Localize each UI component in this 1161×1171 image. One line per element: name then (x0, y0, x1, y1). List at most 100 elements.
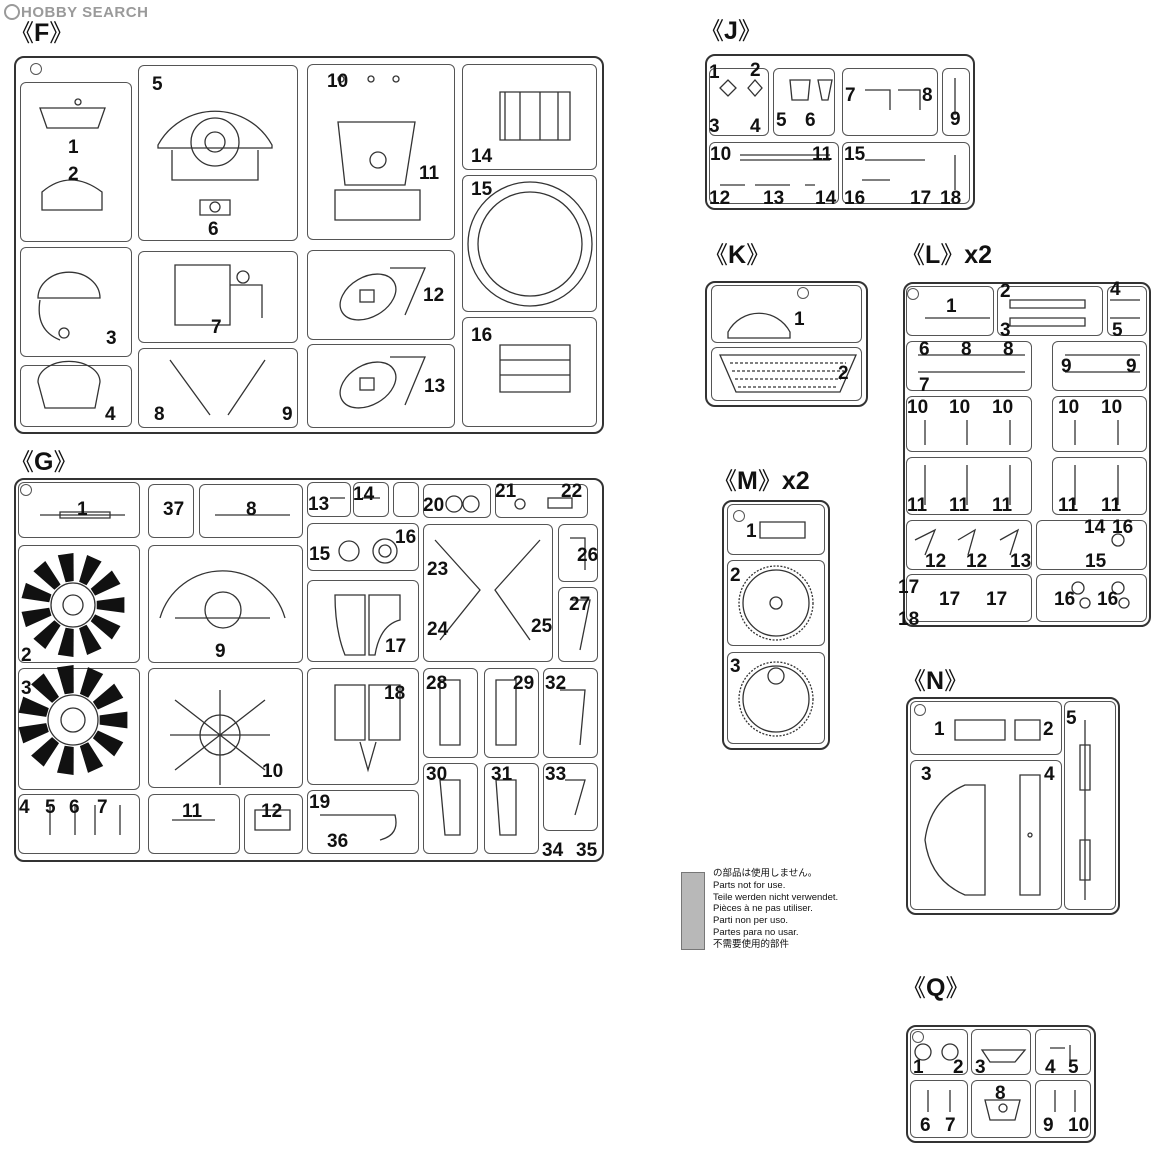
part-number-l-10: 10 (907, 397, 929, 418)
part-number-q-4: 4 (1045, 1057, 1056, 1078)
part-number-l-14: 14 (1084, 517, 1106, 538)
fan-blade (18, 723, 49, 744)
sprue-heading-j: 《J》 (700, 17, 762, 45)
fan-blade (31, 673, 59, 703)
fan-blade (33, 561, 61, 590)
part-number-j-1: 1 (709, 62, 720, 83)
sprue-cell (906, 341, 1032, 391)
sprue-cell (906, 574, 1032, 622)
part-number-f-14: 14 (471, 146, 493, 167)
sprue-cell (543, 668, 598, 758)
sprue-cell (353, 482, 389, 517)
sprue-q-frame (906, 1025, 1096, 1143)
sprue-cell (18, 794, 140, 854)
sprue-cell (773, 68, 835, 136)
part-number-f-4: 4 (105, 404, 116, 425)
part-number-m-1: 1 (746, 521, 757, 542)
watermark: HOBBY SEARCH (3, 4, 148, 21)
fan-blade (57, 553, 74, 583)
legend-line-fr: Pièces à ne pas utiliser. (713, 903, 813, 915)
sprue-cell (148, 794, 240, 854)
part-number-j-5: 5 (776, 110, 787, 131)
legend-line-de: Teile werden nicht verwendet. (713, 891, 839, 903)
part-number-g-31: 31 (491, 764, 513, 785)
sprue-cell (558, 524, 598, 582)
legend-line-es: Partes para no usar. (713, 926, 799, 938)
part-number-n-2: 2 (1043, 719, 1054, 740)
sprue-cell (906, 520, 1032, 570)
sprue-cell (307, 250, 455, 340)
part-number-g-9: 9 (215, 641, 226, 662)
part-number-m-2: 2 (730, 565, 741, 586)
sprue-gate-marker (912, 1031, 924, 1043)
fan-blade (92, 730, 124, 757)
fan-blade (21, 607, 52, 628)
part-number-g-22: 22 (561, 481, 583, 502)
part-number-j-7: 7 (845, 85, 856, 106)
part-number-g-3: 3 (21, 678, 32, 699)
part-number-j-11: 11 (812, 144, 833, 165)
sprue-heading-m: 《M》x2 (713, 467, 810, 495)
sprue-cell (942, 68, 970, 136)
part-number-f-5: 5 (152, 74, 163, 95)
fan-blade (79, 667, 104, 698)
sprue-cell (423, 524, 553, 662)
part-number-q-8: 8 (995, 1083, 1006, 1104)
fan-blade (79, 555, 102, 586)
part-number-j-8: 8 (922, 85, 933, 106)
sprue-cell (709, 142, 839, 204)
part-number-f-12: 12 (423, 285, 445, 306)
sprue-gate-marker (733, 510, 745, 522)
sprue-cell (307, 64, 455, 240)
part-number-j-17: 17 (910, 188, 932, 209)
fan-blade (92, 683, 124, 710)
part-number-j-4: 4 (750, 116, 761, 137)
part-number-l-11: 11 (1101, 495, 1122, 516)
part-number-g-27: 27 (569, 594, 591, 615)
part-number-l-16: 16 (1097, 589, 1119, 610)
sprue-cell (138, 251, 298, 343)
part-number-g-19: 19 (309, 792, 331, 813)
legend-line-ja: の部品は使用しません。 (713, 868, 818, 879)
sprue-cell (1035, 1080, 1091, 1138)
sprue-cell (307, 668, 419, 785)
sprue-cell (997, 286, 1103, 336)
sprue-g-frame (14, 478, 604, 862)
sprue-cell (462, 64, 597, 170)
sprue-cell (842, 68, 938, 136)
part-number-q-10: 10 (1068, 1115, 1090, 1136)
sprue-cell (20, 82, 132, 242)
sprue-cell (1052, 341, 1147, 391)
fan-blade (79, 624, 102, 655)
fan-blade (90, 614, 121, 640)
legend-line-zh: 不需要使用的部件 (713, 938, 790, 950)
part-number-n-3: 3 (921, 764, 932, 785)
part-number-l-10: 10 (992, 397, 1014, 418)
sprue-heading-g: 《G》 (10, 448, 78, 476)
part-number-f-9: 9 (282, 404, 293, 425)
not-for-use-legend: の部品は使用しません。 Parts not for use. Teile wer… (713, 868, 838, 951)
sprue-cell (727, 560, 825, 646)
sprue-cell (727, 504, 825, 555)
sprue-cell (711, 347, 862, 401)
fan-blade (18, 696, 49, 717)
part-number-g-6: 6 (69, 797, 80, 818)
part-number-l-17: 17 (898, 577, 920, 598)
part-number-g-33: 33 (545, 764, 567, 785)
part-number-l-11: 11 (992, 495, 1013, 516)
part-number-l-11: 11 (949, 495, 970, 516)
part-number-l-9: 9 (1061, 356, 1072, 377)
fan-blade (31, 737, 59, 767)
part-number-j-9: 9 (950, 109, 961, 130)
sprue-j-frame (705, 54, 975, 210)
sprue-l-frame (903, 282, 1151, 627)
sprue-cell (484, 763, 539, 854)
part-number-j-14: 14 (815, 188, 837, 209)
part-number-j-15: 15 (844, 144, 866, 165)
sprue-cell (1036, 574, 1147, 622)
part-number-f-6: 6 (208, 219, 219, 240)
part-number-j-12: 12 (709, 188, 731, 209)
part-number-j-2: 2 (750, 60, 761, 81)
sprue-cell (148, 484, 194, 538)
sprue-cell (910, 701, 1062, 755)
